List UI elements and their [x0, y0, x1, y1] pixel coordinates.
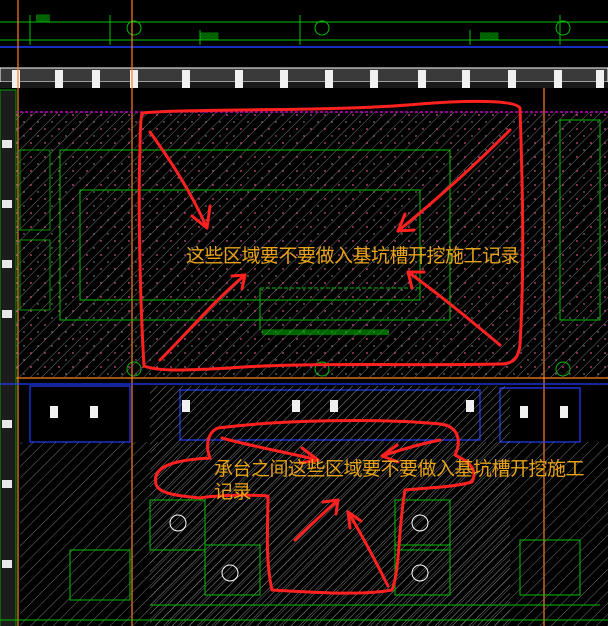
- svg-text:▒▒▒▒: ▒▒▒▒: [200, 32, 219, 40]
- bottom-dimension-lines: [0, 604, 608, 621]
- red-markup-upper: [137, 99, 525, 372]
- annotation-lower-region: 承台之间这些区域要不要做入基坑槽开挖施工记录: [214, 458, 585, 503]
- dimension-lines-top: [0, 15, 608, 45]
- pile-caps: [69, 499, 581, 601]
- svg-text:▒▒▒: ▒▒▒: [36, 14, 50, 22]
- annotation-upper-region: 这些区域要不要做入基坑槽开挖施工记录: [186, 245, 520, 267]
- green-outlines: [59, 119, 601, 330]
- columns-top: [12, 70, 604, 88]
- green-dimension-note: ▒▒▒▒▒▒▒▒▒▒▒▒▒▒▒▒▒▒▒▒▒▒▒▒▒▒▒▒▒▒▒▒▒: [262, 329, 389, 336]
- svg-text:▒▒▒▒: ▒▒▒▒: [480, 32, 499, 40]
- wall-band: [0, 67, 608, 88]
- dimension-text-top: ▒▒▒ ▒▒▒▒ ▒▒▒▒: [36, 14, 499, 40]
- piles: [169, 514, 429, 582]
- red-markup-lower: [153, 419, 476, 595]
- left-structure: [0, 89, 51, 626]
- columns-lower: [50, 400, 568, 418]
- foundation-raft-zone: [0, 111, 608, 377]
